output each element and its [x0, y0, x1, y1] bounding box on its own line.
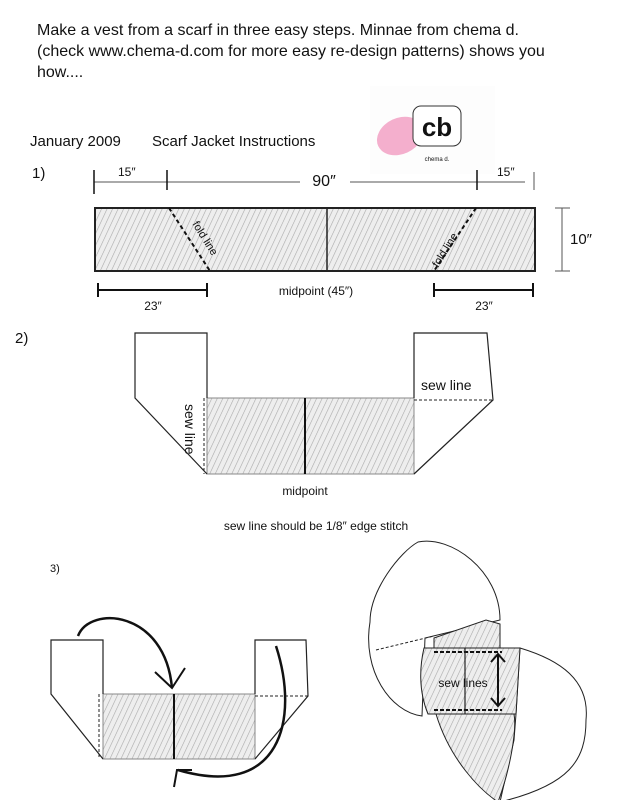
step-3-label: 3) [50, 563, 60, 575]
step-1-label: 1) [32, 165, 45, 182]
step-2-label: 2) [15, 330, 28, 347]
dim-left-bottom: 23″ [144, 299, 162, 313]
step-3: 3) sew lines [50, 540, 587, 800]
sew-lines-label: sew lines [438, 676, 487, 690]
date: January 2009 [30, 133, 121, 150]
folded-vest: sew lines [368, 540, 587, 800]
fold-line-right [433, 207, 477, 272]
left-panel [134, 332, 208, 475]
right-panel [413, 332, 494, 475]
logo-caption: chema d. [425, 157, 450, 163]
midpoint-label: midpoint (45″) [279, 284, 353, 298]
dim-right-bottom: 23″ [475, 299, 493, 313]
page-title: Scarf Jacket Instructions [152, 133, 316, 150]
sew-line-left-label: sew line [182, 404, 198, 455]
right-panel [254, 639, 309, 760]
intro-text: Make a vest from a scarf in three easy s… [37, 22, 545, 81]
left-panel [50, 639, 104, 760]
chema-d-logo: cb chema d. [370, 86, 495, 174]
midpoint-label: midpoint [282, 484, 328, 498]
logo-monogram: cb [422, 112, 452, 142]
step-1: 1) 15″ 90″ 15″ fold line fold line 10″ 2… [32, 165, 593, 313]
edge-stitch-note: sew line should be 1/8″ edge stitch [224, 519, 408, 533]
dim-height: 10″ [570, 231, 593, 248]
center-band [206, 397, 415, 475]
fold-arrow-left [76, 617, 174, 689]
step-2: 2) sew line sew line midpoint sew line s… [15, 330, 494, 533]
sew-line-right-label: sew line [421, 377, 472, 393]
fold-line-left [168, 207, 211, 272]
scarf-rectangle [94, 207, 536, 272]
fold-arrow-right [177, 645, 287, 778]
dim-total: 90″ [312, 173, 336, 190]
dim-right-top: 15″ [497, 165, 515, 179]
dim-left-top: 15″ [118, 165, 136, 179]
center-band [102, 693, 256, 760]
